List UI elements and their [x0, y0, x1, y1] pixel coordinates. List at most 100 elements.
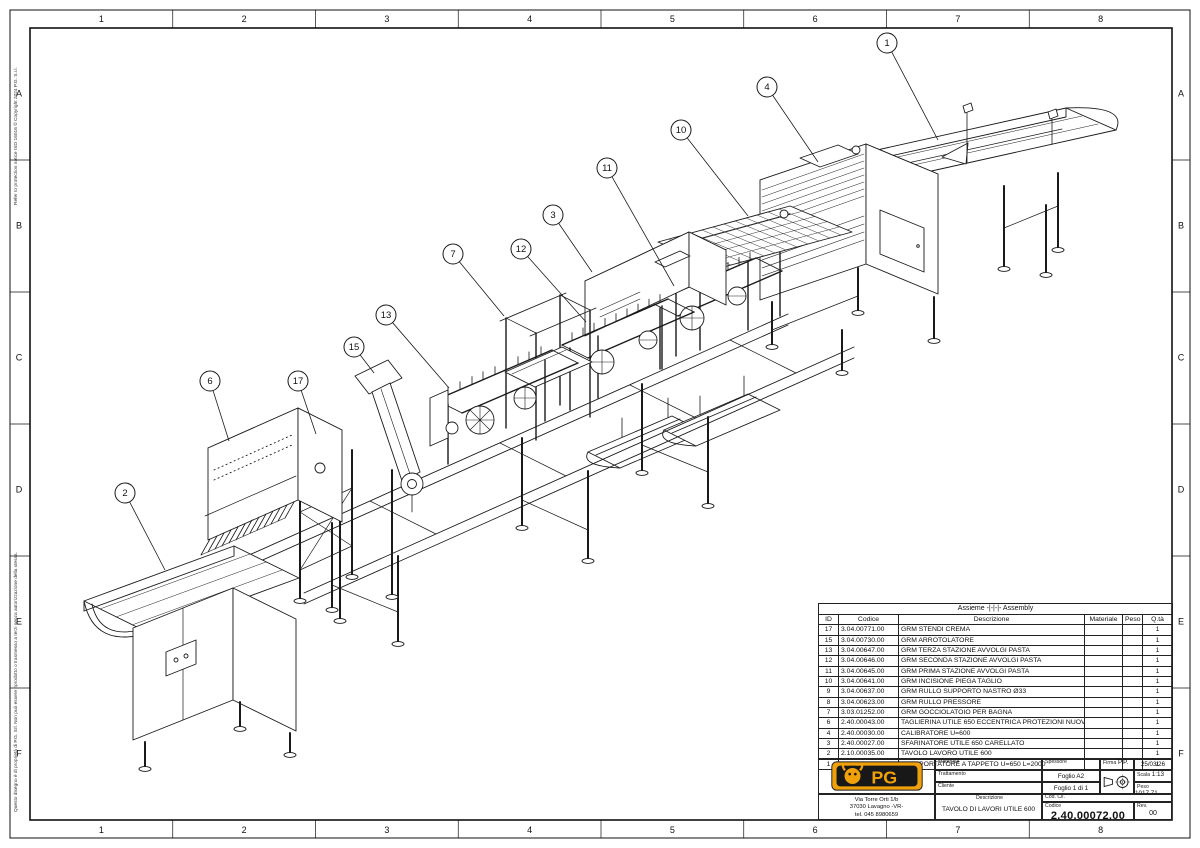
bom-cell — [1084, 634, 1123, 647]
bom-cell: GRM SECONDA STAZIONE AVVOLGI PASTA — [898, 655, 1085, 667]
grid-col-label: 5 — [670, 14, 675, 24]
balloon-number: 17 — [293, 376, 304, 387]
bom-title: Assieme -|-|-|- Assembly — [817, 603, 1174, 615]
bom-cell: 3.04.00647.00 — [838, 645, 899, 657]
foglio-num-cell: Foglio 1 di 1 — [1042, 782, 1100, 794]
grid-col-label: 4 — [527, 14, 532, 24]
grid-row-label: A — [1178, 88, 1184, 98]
rev-cell: Rev. 00 — [1134, 802, 1172, 820]
bom-cell — [1122, 717, 1143, 729]
cutter-6 — [200, 407, 343, 556]
bom-cell — [1084, 624, 1123, 636]
bom-cell: 1 — [1141, 645, 1174, 657]
bom-cell — [1084, 717, 1123, 729]
scala-label: Scala — [1137, 772, 1150, 778]
bom-cell: GRM TERZA STAZIONE AVVOLGI PASTA — [898, 645, 1085, 657]
rev-label: Rev. — [1137, 803, 1148, 809]
grid-row-label: C — [16, 352, 23, 362]
bom-cell — [1084, 738, 1123, 750]
cod-cli-label: Cod. Cli. — [1045, 794, 1065, 800]
peso-cell: Peso 1017,71 — [1134, 782, 1172, 794]
grid-col-label: 5 — [670, 825, 675, 835]
grid-col-label: 6 — [813, 14, 818, 24]
bom-cell: 6 — [818, 717, 839, 729]
drip-unit-7 — [499, 292, 597, 441]
company-logo-icon: PG — [830, 761, 923, 791]
balloon-leader — [686, 137, 749, 217]
firma-label: Firma — [1103, 760, 1117, 766]
grid-col-label: 8 — [1098, 825, 1103, 835]
bom-cell: 1 — [1141, 634, 1174, 647]
bom-cell: 10 — [818, 676, 839, 688]
spessore-label: Spessore — [1045, 759, 1067, 765]
bom-cell: 2.40.00027.00 — [838, 738, 899, 750]
isometric-view — [83, 102, 1119, 772]
bom-cell: 9 — [818, 686, 839, 698]
bom-cell: 3.03.01252.00 — [838, 707, 899, 719]
bom-cell: 3.04.00771.00 — [838, 624, 899, 636]
balloon-number: 6 — [207, 376, 212, 387]
bom-cell — [1122, 686, 1143, 698]
bom-cell: 8 — [818, 696, 839, 709]
grid-row-label: E — [16, 616, 22, 626]
descrizione-label: Descrizione — [975, 795, 1004, 801]
address-line-2: 37030 Lavagno -VR- — [849, 804, 904, 811]
balloon-12 — [510, 238, 532, 260]
cliente-cell: Cliente — [935, 782, 1042, 794]
bom-cell: 3.04.00730.00 — [838, 634, 899, 647]
trattamento-cell: Trattamento — [935, 770, 1042, 782]
firma-value: P.P. — [1118, 759, 1129, 766]
bom-cell: 4 — [818, 727, 839, 740]
logo-cell: PG — [818, 758, 935, 794]
svg-text:PG: PG — [871, 768, 897, 788]
flour-duster-3 — [584, 231, 727, 399]
bom-cell: TAGLIERINA UTILE 650 ECCENTRICA PROTEZIO… — [898, 717, 1085, 729]
balloon-number: 1 — [884, 38, 889, 49]
balloon-number: 7 — [450, 249, 455, 260]
balloon-number: 12 — [516, 244, 527, 255]
balloon-7 — [442, 243, 464, 265]
grid-col-label: 2 — [242, 14, 247, 24]
balloon-11 — [596, 157, 618, 179]
bom-cell — [1084, 676, 1123, 688]
grid-row-label: D — [1178, 484, 1185, 494]
bom-cell: 7 — [818, 707, 839, 719]
title-block: PG Via Torre Orti 1/b 37030 Lavagno -VR-… — [818, 758, 1172, 820]
bom-cell: 1 — [1141, 707, 1174, 719]
bom-cell — [1084, 707, 1123, 719]
bom-cell: 15 — [818, 634, 839, 647]
station-12 — [561, 294, 695, 411]
balloon-15 — [343, 336, 365, 358]
peso-value: 1017,71 — [1135, 790, 1158, 794]
balloon-13 — [375, 304, 397, 326]
work-table-2 — [83, 545, 300, 772]
grid-col-label: 7 — [955, 14, 960, 24]
date-cell: 25/03/26 — [1134, 758, 1172, 770]
grid-row-label: F — [1178, 748, 1184, 758]
bom-cell — [1084, 655, 1123, 667]
under-conveyors — [586, 375, 781, 469]
balloon-leader — [129, 501, 166, 571]
balloon-leader — [392, 322, 450, 389]
bom-cell: 1 — [1141, 727, 1174, 740]
bom-cell — [1122, 696, 1143, 709]
bom-header: ID — [818, 613, 839, 626]
bom-cell: 1 — [1141, 686, 1174, 698]
firma-cell: Firma P.P. — [1100, 758, 1134, 770]
trattamento-label: Trattamento — [938, 771, 966, 777]
scala-cell: Scala 1:13 — [1134, 770, 1172, 782]
peso-label: Peso — [1137, 784, 1149, 790]
bom-cell: 3.04.00637.00 — [838, 686, 899, 698]
bom-cell — [1122, 634, 1143, 647]
grid-col-label: 3 — [384, 825, 389, 835]
foglio-format: Foglio A2 — [1057, 772, 1085, 780]
bom-header: Peso — [1122, 613, 1143, 626]
